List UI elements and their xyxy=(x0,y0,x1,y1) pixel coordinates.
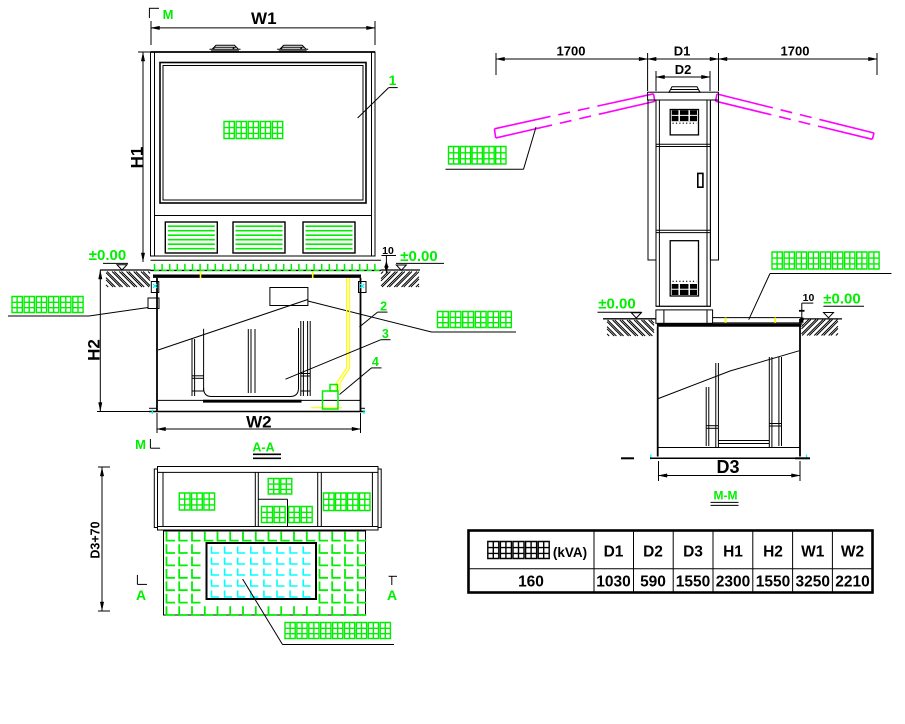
svg-text:±0.00: ±0.00 xyxy=(89,247,126,264)
svg-text:D3: D3 xyxy=(716,457,739,477)
svg-text:1030: 1030 xyxy=(596,574,630,591)
svg-text:2: 2 xyxy=(380,300,387,314)
svg-text:A: A xyxy=(136,587,146,603)
svg-text:1550: 1550 xyxy=(676,574,710,591)
svg-text:D1: D1 xyxy=(674,44,691,59)
svg-text:2210: 2210 xyxy=(835,574,869,591)
svg-text:A: A xyxy=(387,587,397,603)
svg-text:10: 10 xyxy=(382,245,394,257)
svg-text:D1: D1 xyxy=(604,544,624,561)
svg-text:W2: W2 xyxy=(246,412,272,431)
svg-text:H2: H2 xyxy=(84,339,103,361)
svg-text:±0.00: ±0.00 xyxy=(400,248,437,265)
svg-text:M: M xyxy=(163,7,174,22)
svg-text:±0.00: ±0.00 xyxy=(823,291,860,308)
svg-text:D3: D3 xyxy=(683,544,703,561)
svg-text:A-A: A-A xyxy=(252,441,274,455)
svg-text:H2: H2 xyxy=(763,544,783,561)
svg-text:(kVA): (kVA) xyxy=(553,545,587,560)
svg-text:D3+70: D3+70 xyxy=(89,521,103,558)
svg-text:H1: H1 xyxy=(723,544,743,561)
svg-text:W1: W1 xyxy=(251,9,277,28)
svg-text:±0.00: ±0.00 xyxy=(598,296,635,313)
svg-text:W2: W2 xyxy=(841,544,864,561)
svg-text:D2: D2 xyxy=(643,544,663,561)
svg-text:2300: 2300 xyxy=(716,574,750,591)
svg-text:3: 3 xyxy=(382,327,389,341)
svg-text:M-M: M-M xyxy=(714,489,738,503)
svg-text:10: 10 xyxy=(803,292,815,304)
svg-text:4: 4 xyxy=(372,355,379,369)
svg-text:D2: D2 xyxy=(675,62,692,77)
svg-text:1700: 1700 xyxy=(781,44,810,59)
svg-text:1550: 1550 xyxy=(756,574,790,591)
svg-text:3250: 3250 xyxy=(795,574,829,591)
svg-text:1: 1 xyxy=(389,72,397,88)
svg-text:160: 160 xyxy=(518,574,544,591)
svg-text:590: 590 xyxy=(640,574,666,591)
svg-text:M: M xyxy=(135,437,146,452)
svg-text:1700: 1700 xyxy=(557,44,586,59)
svg-text:H1: H1 xyxy=(128,147,147,169)
svg-text:W1: W1 xyxy=(801,544,825,561)
